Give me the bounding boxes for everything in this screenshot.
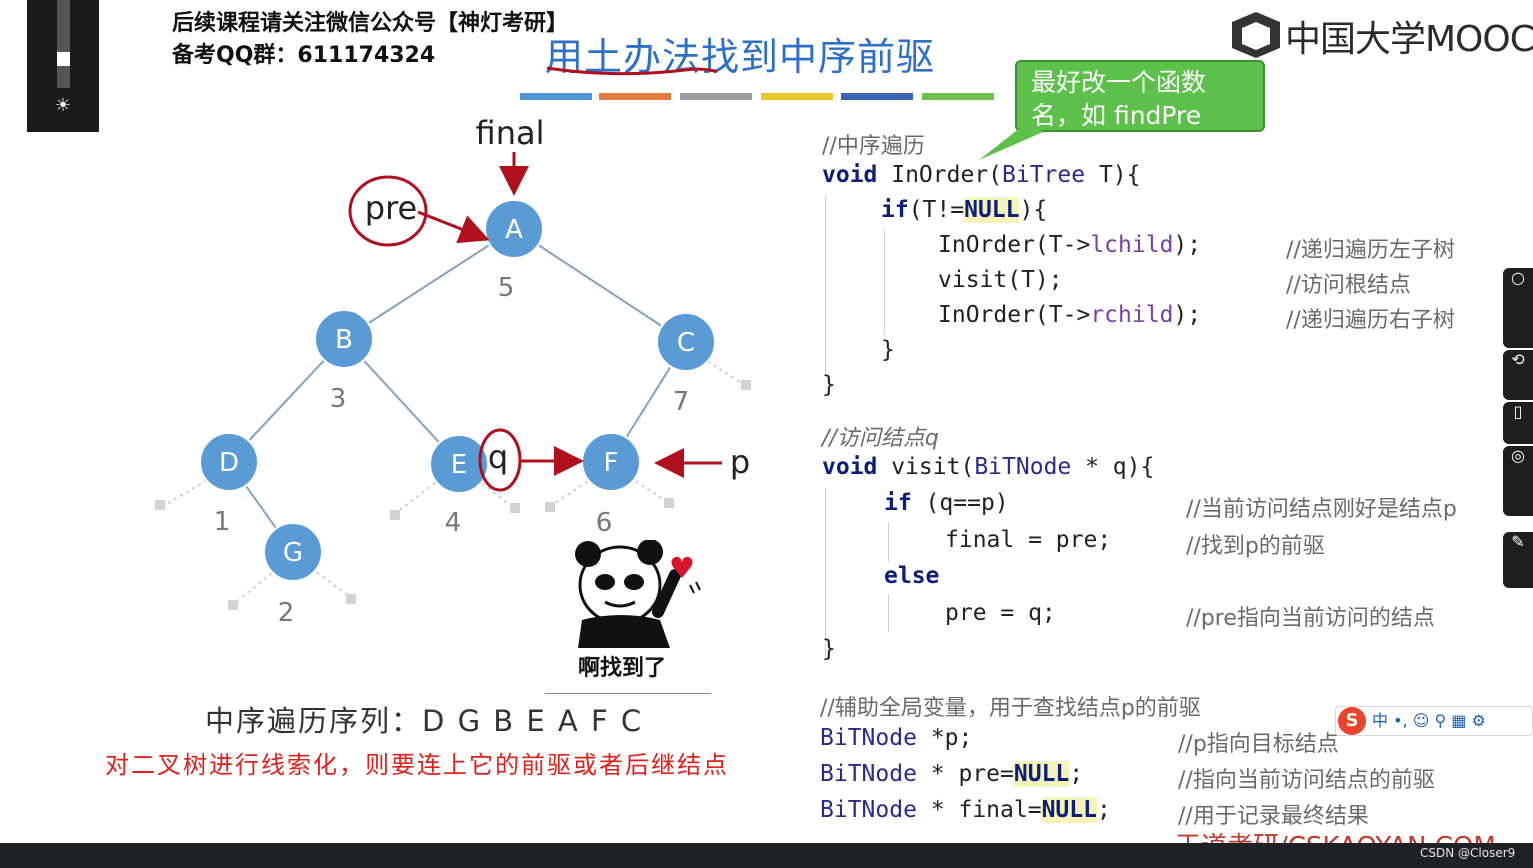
tree-node-label: E (451, 450, 467, 480)
code-if-not-null: if(T!=NULL){ (881, 197, 1047, 223)
side-tool-icon: ✎ (1511, 532, 1524, 551)
tree-node-order: 6 (596, 508, 613, 538)
pre-pointer-label: pre (365, 189, 417, 227)
code-if-q-equals-p: if (q==p) (884, 490, 1009, 516)
inorder-sequence-value: D G B E A F C (422, 704, 643, 738)
comment-global-pre: //指向当前访问结点的前驱 (1178, 762, 1435, 794)
comment-visit-root: //访问根结点 (1286, 267, 1411, 299)
tree-node-order: 2 (278, 598, 295, 628)
final-pointer-label: final (476, 114, 545, 152)
callout-line-2: 名，如 findPre (1031, 99, 1249, 132)
code-recurse-right: InOrder(T->rchild); (938, 302, 1201, 328)
side-tool-icon: ◎ (1511, 446, 1525, 465)
q-pointer-label: q (488, 438, 508, 476)
comment-if-q-equals-p: //当前访问结点刚好是结点p (1186, 491, 1457, 523)
code-global-final: BiTNode * final=NULL; (820, 797, 1111, 823)
ime-logo-icon[interactable]: S (1338, 707, 1366, 735)
side-tool-icon: ⟲ (1511, 350, 1524, 369)
tree-edges (229, 229, 686, 552)
side-tool-button[interactable]: ○ (1503, 268, 1533, 348)
comment-found-predecessor: //找到p的前驱 (1186, 528, 1325, 560)
comment-recurse-left: //递归遍历左子树 (1286, 232, 1455, 264)
code-brace-outer: } (822, 372, 836, 398)
code-pre-assign: pre = q; (945, 600, 1056, 626)
tree-node-label: F (604, 448, 619, 478)
ime-toolbar[interactable]: S 中 •, ☺ ⚲ ▦ ⚙ (1335, 706, 1533, 736)
tree-node-order: 5 (498, 273, 515, 303)
color-bar (922, 93, 994, 100)
tree-node-label: A (505, 215, 523, 245)
code-brace-inner: } (881, 337, 895, 363)
divider-line (545, 693, 711, 694)
tree-node-order: 4 (445, 508, 462, 538)
side-tool-icon: ○ (1511, 268, 1525, 287)
indent-guide (825, 195, 826, 375)
tree-node-label: G (283, 538, 303, 568)
side-tool-button[interactable]: ▯ (1503, 402, 1533, 444)
hint-callout: 最好改一个函数 名，如 findPre (1015, 60, 1265, 132)
comment-inorder: //中序遍历 (822, 128, 925, 160)
indent-guide (884, 230, 885, 335)
tree-node-label: D (219, 448, 239, 478)
indent-guide (888, 522, 889, 562)
inorder-sequence: 中序遍历序列：D G B E A F C (205, 698, 643, 740)
pre-pointer-arrow (418, 212, 484, 238)
indent-guide (825, 488, 826, 656)
tree-node-order: 7 (673, 387, 690, 417)
code-recurse-left: InOrder(T->lchild); (938, 232, 1201, 258)
ime-tool-icons[interactable]: 中 •, ☺ ⚲ ▦ ⚙ (1372, 707, 1486, 735)
indent-guide (888, 594, 889, 632)
mooc-logo-text: 中国大学MOOC (1285, 10, 1533, 62)
bottom-bar (0, 843, 1533, 868)
side-tool-button[interactable]: ⟲ (1503, 350, 1533, 400)
tree-node-order: 3 (330, 384, 347, 414)
threading-note: 对二叉树进行线索化，则要连上它的前驱或者后继结点 (105, 745, 729, 780)
side-tool-icon: ▯ (1514, 402, 1523, 421)
color-bar (841, 93, 913, 100)
inorder-sequence-label: 中序遍历序列： (205, 704, 422, 738)
code-visit-call: visit(T); (938, 267, 1063, 293)
csdn-watermark: CSDN @Closer9 (1420, 846, 1515, 860)
sticker-caption: 啊找到了 (578, 650, 666, 682)
code-global-p: BiTNode *p; (820, 725, 972, 751)
callout-line-1: 最好改一个函数 (1031, 66, 1249, 99)
comment-global-vars: //辅助全局变量，用于查找结点p的前驱 (820, 690, 1201, 722)
comment-pre-points: //pre指向当前访问的结点 (1186, 600, 1435, 632)
comment-visit-node: //访问结点q (822, 420, 939, 452)
code-inorder-signature: void InOrder(BiTree T){ (822, 162, 1141, 188)
side-tool-button[interactable]: ◎ (1503, 446, 1533, 516)
callout-pointer (975, 118, 1045, 163)
code-visit-signature: void visit(BiTNode * q){ (822, 454, 1154, 480)
code-final-assign: final = pre; (945, 527, 1111, 553)
code-brace-visit: } (822, 636, 836, 662)
code-global-pre: BiTNode * pre=NULL; (820, 761, 1083, 787)
code-else: else (884, 563, 939, 589)
side-tool-button[interactable]: ✎ (1503, 532, 1533, 588)
comment-global-p: //p指向目标结点 (1178, 726, 1339, 758)
tree-node-order: 1 (214, 507, 231, 537)
tree-node-label: B (335, 325, 353, 355)
comment-recurse-right: //递归遍历右子树 (1286, 302, 1455, 334)
p-pointer-label: p (730, 443, 750, 481)
tree-node-label: C (677, 328, 695, 358)
